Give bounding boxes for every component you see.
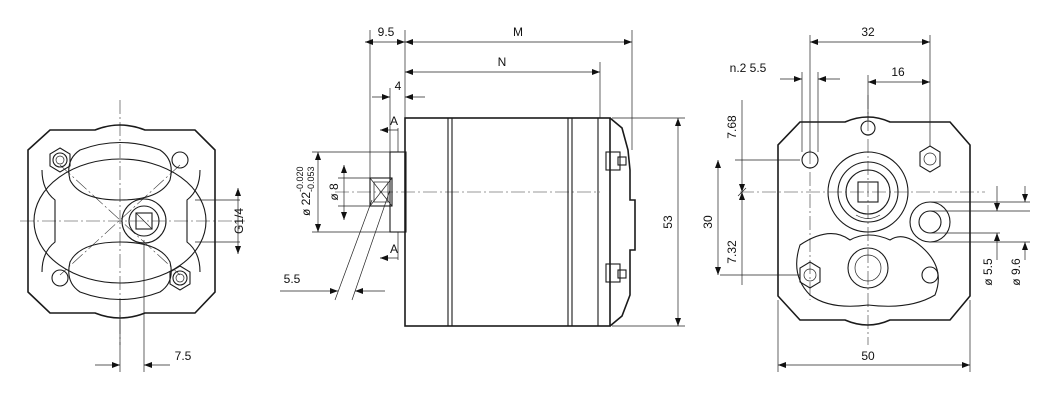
flange-offset-label: 7.5	[175, 349, 192, 363]
port-offset-x-label: 16	[891, 65, 905, 79]
length-n-label: N	[498, 55, 507, 69]
offset-down-label: 7.32	[725, 240, 739, 264]
bolt-hole-label: n.2 5.5	[730, 61, 767, 75]
shaft-extension-label: 9.5	[378, 25, 395, 39]
bolt-hole	[51, 269, 69, 287]
port-thread-label: G1/4	[232, 208, 246, 234]
length-m-label: M	[513, 25, 523, 39]
bolt-spacing-x-label: 32	[861, 25, 875, 39]
bolt-hole	[921, 266, 939, 284]
front-flange-outline	[27, 124, 216, 319]
rear-view: 32 16 n.2 5.5 7.68 7.32 30 ø 5.5 ø 9.6	[701, 25, 1030, 372]
shaft-key-icon	[369, 177, 393, 207]
section-label-bottom: A	[390, 242, 398, 256]
port-large-label: ø 9.6	[1009, 258, 1023, 286]
shaft-flat-label: 5.5	[284, 272, 301, 286]
bolt-hex-icon	[169, 265, 191, 291]
height-label: 53	[661, 215, 675, 229]
bolt-hole	[171, 151, 189, 169]
pilot-tolerance-lower: -0.053	[306, 166, 316, 192]
port-icon	[909, 201, 951, 243]
bolt-hex-icon	[49, 147, 71, 173]
front-view: G1/4 7.5	[20, 100, 246, 372]
offset-up-label: 7.68	[725, 115, 739, 139]
shaft-diameter-label: ø 8	[327, 183, 341, 201]
width-label: 50	[861, 349, 875, 363]
shaft-icon	[121, 198, 167, 244]
port-small-label: ø 5.5	[981, 258, 995, 286]
section-label-top: A	[390, 114, 398, 128]
bolt-hex-icon	[799, 261, 821, 289]
pilot-tolerance-upper: -0.020	[295, 166, 305, 192]
bolt-hex-icon	[919, 145, 941, 173]
bolt-spacing-y-label: 30	[701, 215, 715, 229]
pilot-length-label: 4	[395, 79, 402, 93]
pump-body	[404, 117, 611, 327]
side-view: A A 9.5 M N 4 ø 22 -0.020 -0.053 ø 8	[280, 25, 685, 327]
rear-cover-outline	[777, 116, 971, 326]
pilot-diameter-label: ø 22	[299, 192, 313, 216]
